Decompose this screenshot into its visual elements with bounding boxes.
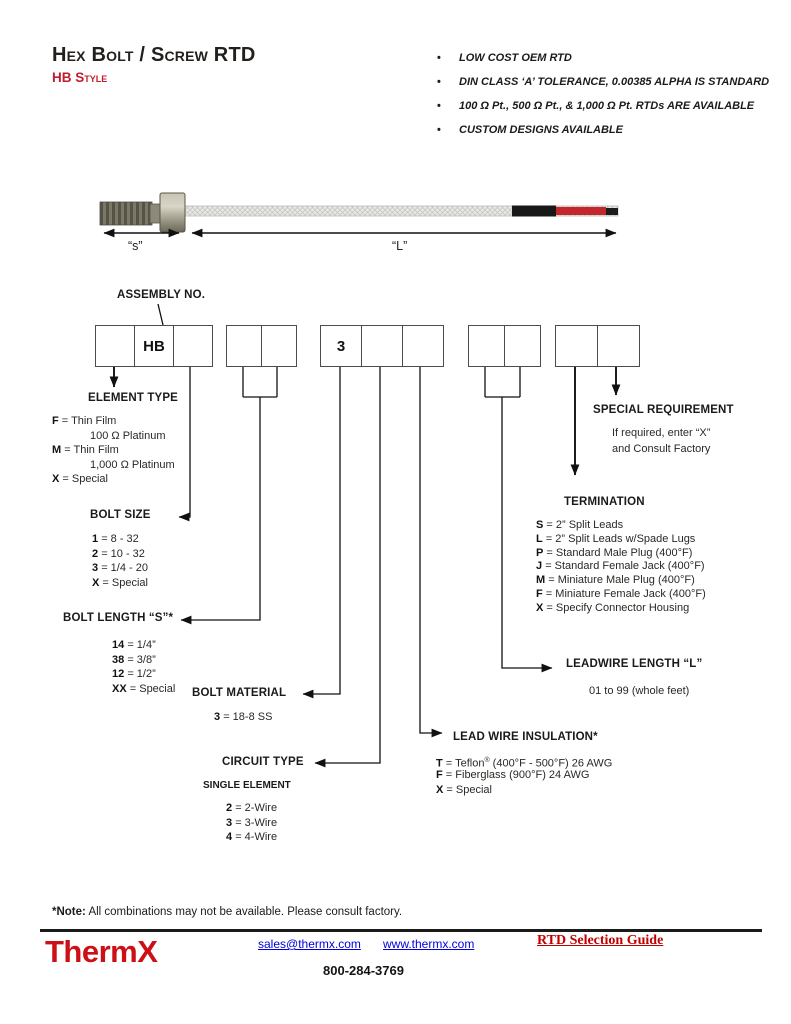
element-type-heading: ELEMENT TYPE: [88, 392, 178, 404]
feature-item: •LOW COST OEM RTD: [437, 52, 769, 76]
bolt-material-heading: BOLT MATERIAL: [192, 687, 287, 699]
rtd-selection-guide-link[interactable]: RTD Selection Guide: [537, 933, 664, 948]
phone-number: 800-284-3769: [323, 963, 404, 978]
website-link[interactable]: www.thermx.com: [383, 937, 475, 951]
hex-nut: [159, 192, 186, 233]
assembly-cell: HB: [135, 326, 174, 366]
assembly-cell: [96, 326, 135, 366]
element-type-options: F = Thin Film 100 Ω Platinum M = Thin Fi…: [52, 415, 175, 486]
assembly-cell: [505, 326, 540, 366]
assembly-cell: [362, 326, 403, 366]
arrow-bolt-material: [302, 367, 341, 699]
assembly-group-2: [226, 325, 297, 367]
email-link[interactable]: sales@thermx.com: [258, 937, 361, 951]
assembly-group-1: HB: [95, 325, 213, 367]
cable: [183, 205, 619, 217]
feature-item: •CUSTOM DESIGNS AVAILABLE: [437, 124, 769, 148]
bolt-size-options: 1 = 8 - 32 2 = 10 - 32 3 = 1/4 - 20 X = …: [92, 533, 148, 589]
circuit-type-options: 2 = 2-Wire 3 = 3-Wire 4 = 4-Wire: [226, 802, 278, 844]
feature-item: •100 Ω Pt., 500 Ω Pt., & 1,000 Ω Pt. RTD…: [437, 100, 769, 124]
termination-heading: TERMINATION: [564, 496, 645, 508]
assembly-no-label: ASSEMBLY NO.: [117, 289, 206, 301]
leadwire-length-heading: LEADWIRE LENGTH “L”: [566, 658, 703, 670]
assembly-cell: [598, 326, 639, 366]
thermx-logo: ThermX: [45, 934, 158, 969]
circuit-type-subheading: SINGLE ELEMENT: [203, 780, 291, 791]
assembly-cell: [556, 326, 598, 366]
assembly-group-5: [555, 325, 640, 367]
bolt-shank: [149, 203, 165, 224]
assembly-cell: [174, 326, 212, 366]
cable-tip: [606, 208, 618, 215]
lead-wire-options: T = Teflon® (400°F - 500°F) 26 AWG F = F…: [436, 757, 613, 796]
bullet-icon: •: [437, 124, 441, 136]
leadwire-length-note: 01 to 99 (whole feet): [589, 685, 690, 697]
assembly-cell: [262, 326, 296, 366]
assembly-cell: [403, 326, 443, 366]
bullet-icon: •: [437, 100, 441, 112]
special-requirement-heading: SPECIAL REQUIREMENT: [593, 404, 734, 416]
page-title: Hex Bolt / Screw RTD: [52, 44, 256, 66]
assembly-cell: [227, 326, 262, 366]
arrow-lead-wire: [419, 367, 443, 738]
bolt-size-heading: BOLT SIZE: [90, 509, 151, 521]
bolt-length-options: 14 = 1/4” 38 = 3/8” 12 = 1/2” XX = Speci…: [112, 639, 176, 695]
assembly-cell: [469, 326, 505, 366]
termination-options: S = 2” Split Leads L = 2” Split Leads w/…: [536, 519, 706, 614]
registered-mark: ®: [484, 757, 490, 764]
footer-divider: [40, 929, 762, 932]
arrow-circuit-type: [314, 367, 381, 768]
page-subtitle: HB Style: [52, 70, 108, 85]
feature-item: •DIN CLASS ‘A’ TOLERANCE, 0.00385 ALPHA …: [437, 76, 769, 100]
dim-label-s: “s”: [128, 239, 143, 253]
arrow-bolt-size: [178, 367, 191, 522]
bolt-thread: [99, 201, 153, 226]
assembly-cell: 3: [321, 326, 362, 366]
lead-wire-heading: LEAD WIRE INSULATION*: [453, 731, 598, 743]
bullet-icon: •: [437, 76, 441, 88]
assembly-group-4: [468, 325, 541, 367]
cable-red-lead: [556, 207, 606, 215]
cable-braid: [184, 206, 618, 216]
footnote: *Note: All combinations may not be avail…: [52, 906, 403, 918]
bolt-length-heading: BOLT LENGTH “S”*: [63, 612, 174, 624]
product-drawing: [99, 192, 619, 238]
feature-list: •LOW COST OEM RTD •DIN CLASS ‘A’ TOLERAN…: [437, 52, 769, 148]
arrow-bolt-length: [180, 397, 261, 625]
bolt-material-options: 3 = 18-8 SS: [214, 711, 273, 723]
cable-black-band: [512, 205, 556, 217]
dim-label-l: “L”: [392, 239, 408, 253]
circuit-type-heading: CIRCUIT TYPE: [222, 756, 304, 768]
assembly-group-3: 3: [320, 325, 444, 367]
special-requirement-note: If required, enter “X” and Consult Facto…: [612, 427, 711, 455]
bullet-icon: •: [437, 52, 441, 64]
